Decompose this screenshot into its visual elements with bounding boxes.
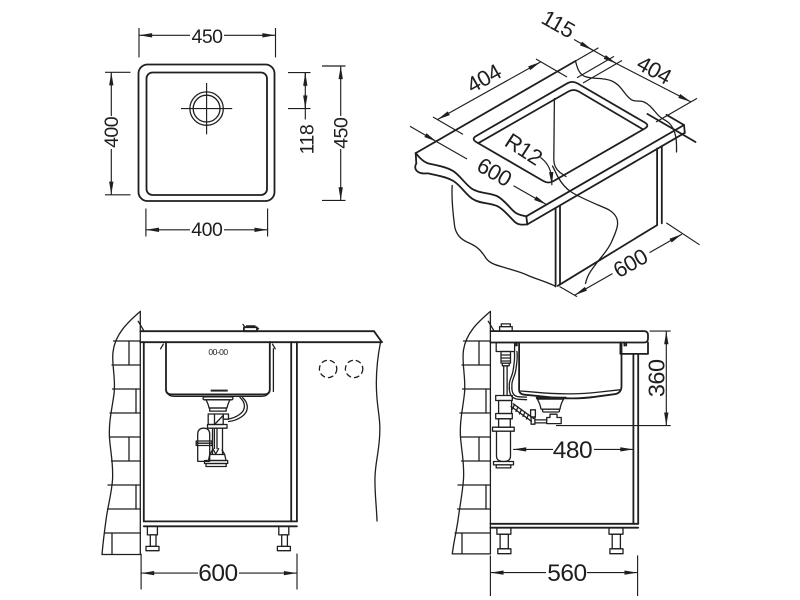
svg-text:450: 450 xyxy=(331,117,353,149)
svg-text:560: 560 xyxy=(547,560,586,587)
svg-text:118: 118 xyxy=(296,125,318,155)
svg-text:00-00: 00-00 xyxy=(208,347,228,357)
svg-text:600: 600 xyxy=(198,560,237,587)
svg-text:400: 400 xyxy=(191,219,223,241)
svg-text:400: 400 xyxy=(101,116,123,148)
svg-text:360: 360 xyxy=(643,359,669,397)
svg-text:480: 480 xyxy=(553,437,592,464)
svg-text:450: 450 xyxy=(191,26,223,48)
